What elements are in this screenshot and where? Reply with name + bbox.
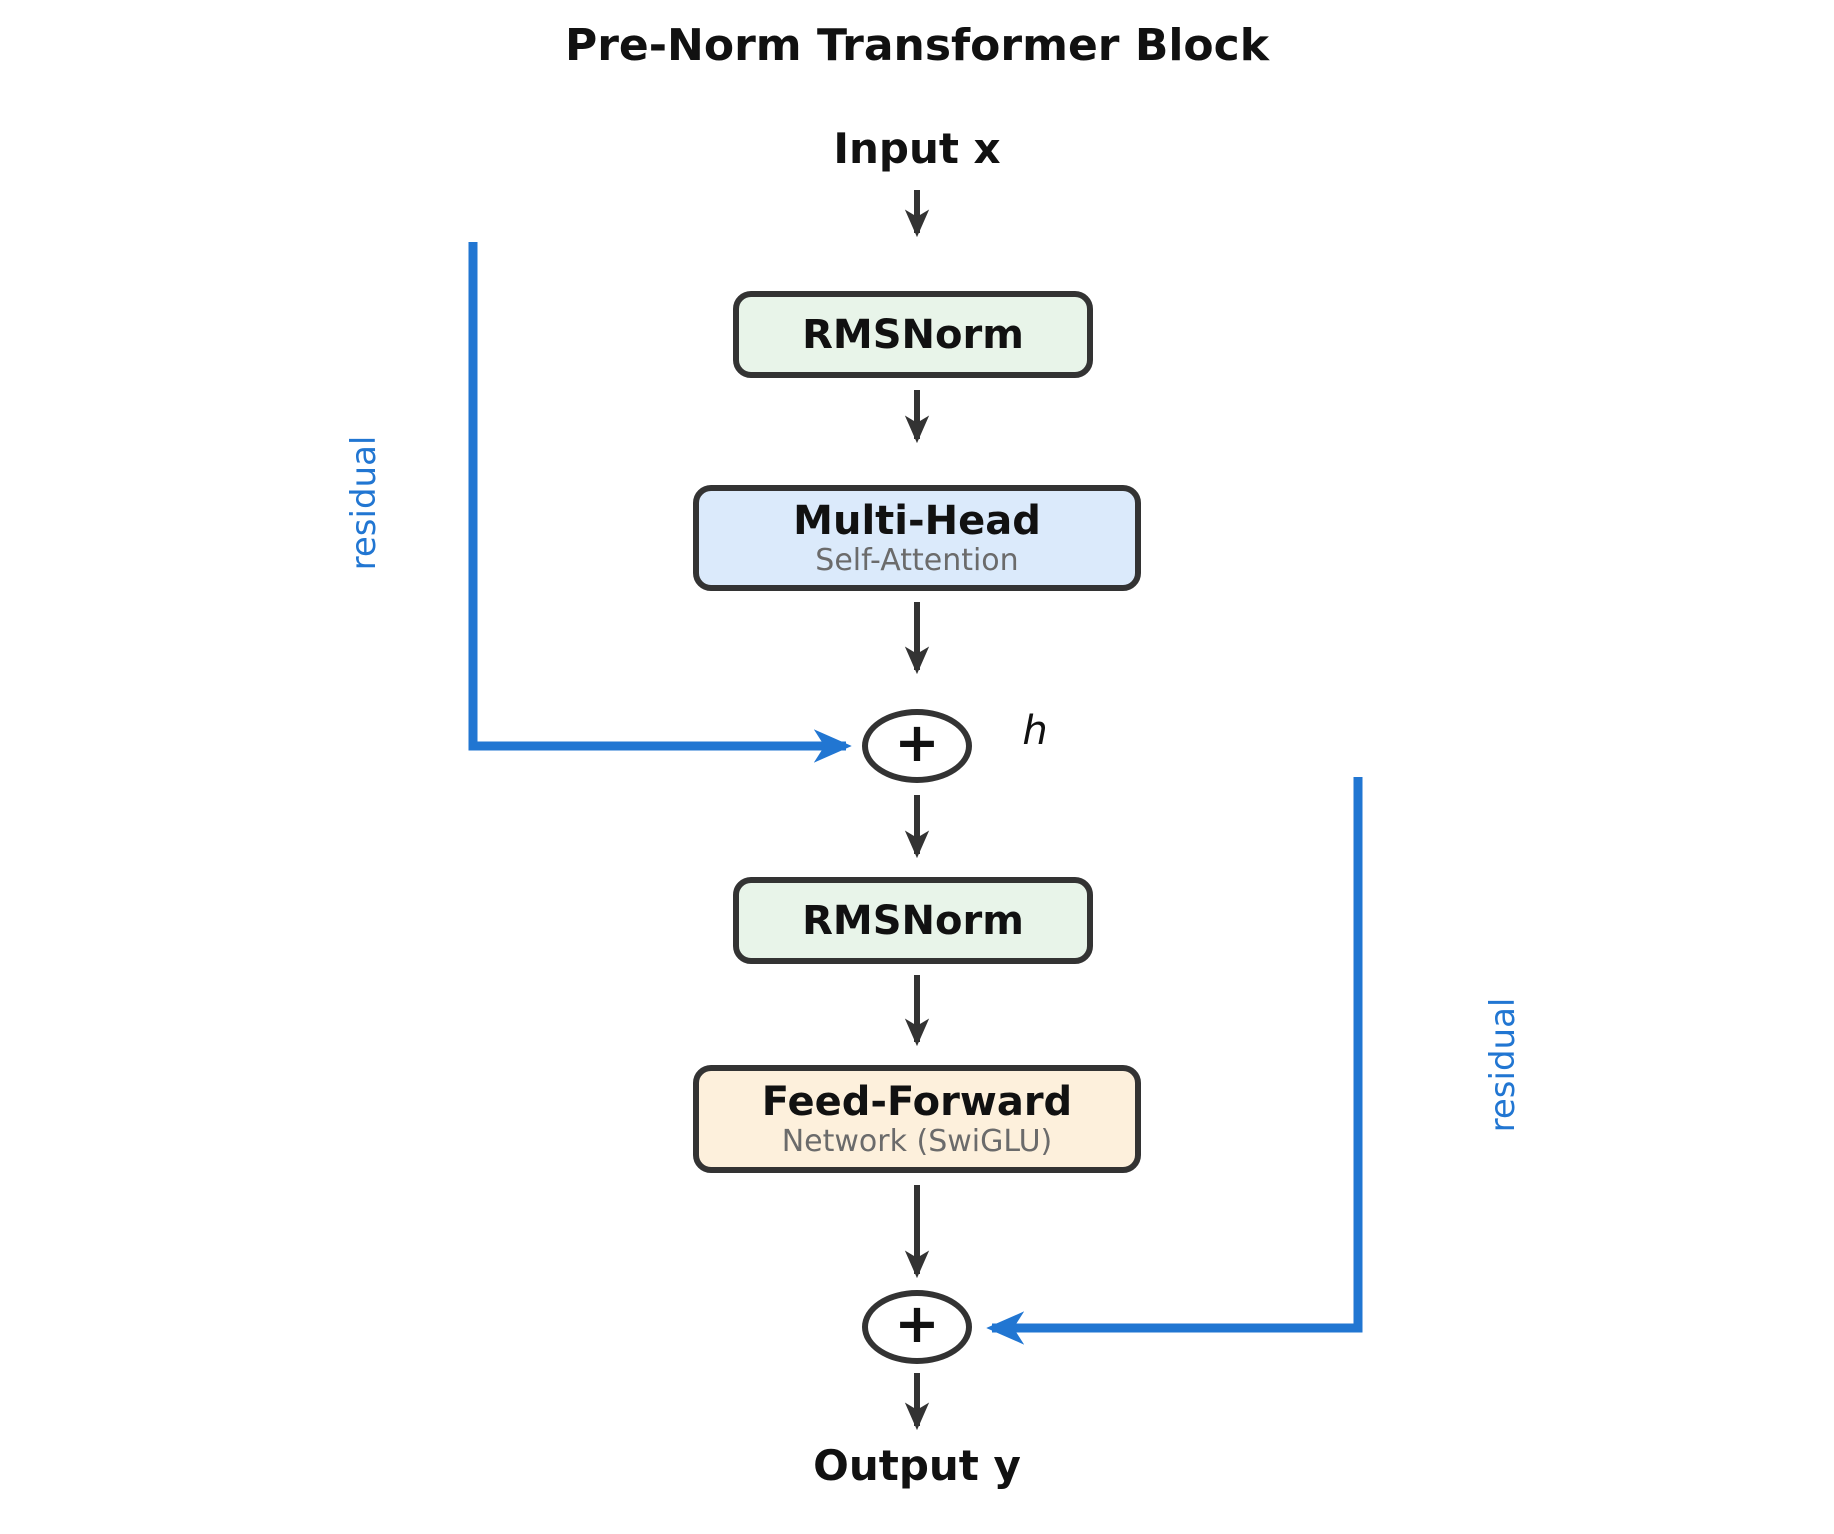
input-label: Input x [833,124,1001,173]
residual-add-node-2: + [862,1290,972,1364]
plus-icon: + [894,711,940,774]
rmsnorm-block-2-label: RMSNorm [802,897,1024,944]
rmsnorm-block-2: RMSNorm [733,877,1093,964]
rmsnorm-block-1: RMSNorm [733,291,1093,378]
attention-block-title: Multi-Head [793,497,1041,544]
residual-connection-right [986,777,1363,1345]
feed-forward-block-title: Feed-Forward [761,1078,1073,1125]
residual-label-left: residual [344,435,384,571]
residual-add-node-1: + [862,709,972,783]
multi-head-attention-block: Multi-Head Self-Attention [693,485,1141,591]
residual-label-right: residual [1483,997,1523,1133]
feed-forward-block: Feed-Forward Network (SwiGLU) [693,1065,1141,1173]
plus-icon: + [894,1292,940,1355]
rmsnorm-block-1-label: RMSNorm [802,311,1024,358]
output-label: Output y [813,1441,1021,1490]
feed-forward-block-subtitle: Network (SwiGLU) [781,1123,1053,1159]
diagram-title: Pre-Norm Transformer Block [564,20,1270,71]
hidden-state-h-label: h [1022,708,1048,754]
attention-block-subtitle: Self-Attention [815,542,1019,578]
